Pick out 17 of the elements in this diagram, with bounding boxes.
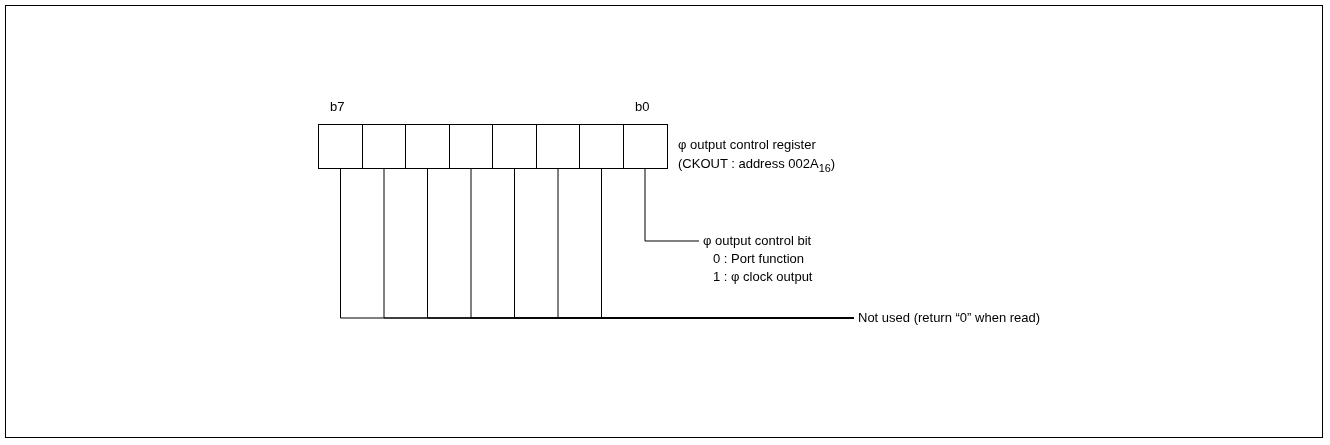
bit-cell — [622, 124, 668, 169]
bit-cell — [405, 124, 450, 169]
bit-cell — [448, 124, 494, 169]
bit-name: φ output control bit — [703, 232, 813, 250]
bit-cell — [492, 124, 537, 169]
bit-cell — [318, 124, 363, 169]
bit-number: b0 — [635, 98, 650, 116]
value-description: 1 : φ clock output — [712, 268, 813, 286]
bit-cell — [535, 124, 581, 169]
value-description: 0 : Port function — [712, 250, 806, 268]
register-address: (CKOUT : address 002A$_{16}$) — [678, 155, 836, 176]
bit-cell — [579, 124, 624, 169]
register-name: φ output control register — [678, 136, 816, 154]
leader-line — [644, 168, 700, 242]
bit-name: Not used (return “0” when read) — [858, 309, 1041, 327]
bit-number: b7 — [330, 98, 345, 116]
bit-cell — [361, 124, 407, 169]
